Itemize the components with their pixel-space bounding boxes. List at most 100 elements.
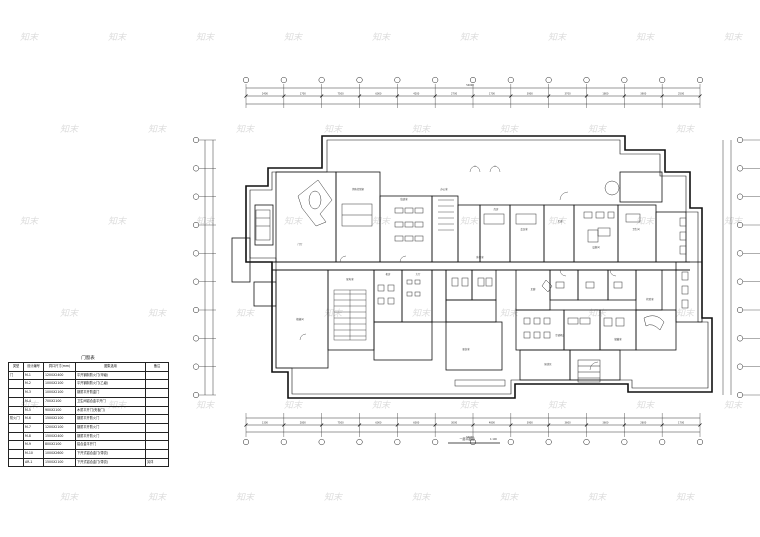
room-label: 空调机房 (555, 333, 565, 337)
schedule-cell: M-3 (23, 388, 44, 398)
schedule-cell (8, 457, 24, 468)
schedule-cell: 1000X2600 (43, 449, 76, 459)
entry-steps (454, 359, 601, 387)
schedule-cell: 钢质平开防火门 (75, 431, 146, 442)
corridor (272, 261, 690, 271)
axis-bubble (192, 363, 200, 370)
schedule-cell (8, 396, 24, 407)
axis-bubble (192, 306, 200, 314)
dimension-slash (546, 423, 551, 427)
watermark-text: 知末 (108, 32, 127, 43)
dimension-label: 6000 (375, 422, 382, 425)
axis-bubble (583, 76, 590, 84)
dimension-slash (622, 423, 627, 427)
schedule-cell: 1500X2100 (43, 414, 76, 424)
room-label: 检验室 (646, 297, 654, 301)
plan-title: 一层平面图 (459, 436, 474, 441)
dimension-slash (509, 94, 513, 98)
axis-bubble (736, 306, 744, 314)
schedule-cell: 1500X2100 (43, 457, 76, 468)
dimension-slash (471, 423, 475, 427)
axis-bubble (192, 278, 200, 285)
room-label: 走道 (558, 219, 563, 223)
south-rooms (275, 261, 703, 381)
room-label: 机房 (386, 272, 391, 276)
dimension-slash (319, 94, 324, 98)
schedule-cell: M-7 (23, 422, 44, 433)
watermark-text: 知末 (148, 124, 167, 135)
axis-bubble (469, 438, 477, 446)
room-label: 更衣室 (462, 347, 470, 351)
schedule-header-row: 类型 设计编号 洞口尺寸(mm) 图集选用 备注 (8, 362, 169, 372)
axis-bubble (192, 335, 200, 342)
dimension-label: 2600 (640, 422, 647, 425)
schedule-cell: 800X2100 (43, 440, 76, 451)
room-label: 配电室 (346, 277, 354, 281)
axis-bubble (469, 76, 477, 84)
schedule-cell: 钢质平开防火门 (75, 422, 146, 433)
room-label: 卫生间 (632, 227, 640, 231)
dimension-label: 2500 (678, 93, 685, 96)
schedule-cell: 1000X2100 (43, 388, 76, 398)
axis-bubble (696, 438, 704, 446)
dimension-label: 1700 (300, 93, 307, 96)
axis-bubble (192, 136, 200, 144)
watermark-text: 知末 (60, 308, 79, 319)
dimension-label: 3900 (640, 93, 647, 96)
axis-bubble (736, 363, 744, 370)
dimension-label: 1800 (602, 93, 609, 96)
schedule-cell: 门 (8, 370, 24, 381)
axis-bubble (280, 76, 287, 84)
exterior-wall (245, 135, 713, 399)
schedule-cell: 木质平开门(夹板门) (75, 405, 146, 416)
schedule-cell (145, 405, 169, 416)
schedule-header-cell: 洞口尺寸(mm) (43, 362, 76, 372)
watermark-text: 知末 (460, 400, 479, 411)
schedule-cell: M-2 (23, 379, 44, 390)
dimension-label: 3600 (602, 422, 609, 425)
bottom-axis-bubbles (242, 438, 704, 446)
dimension-slash (395, 94, 400, 98)
watermark-text: 知末 (236, 492, 255, 503)
watermark-text: 知末 (324, 124, 343, 135)
bottom-total-dimension: 54000 (466, 436, 474, 439)
dimension-label: 1700 (489, 93, 496, 96)
schedule-cell: M-4 (23, 396, 44, 407)
schedule-cell: 钢质平开防火门 (75, 414, 146, 424)
watermark-text: 知末 (108, 216, 127, 227)
schedule-cell: AR-1 (23, 457, 44, 468)
axis-bubble (394, 438, 401, 446)
watermark-text: 知末 (372, 216, 391, 227)
dimension-label: 7500 (338, 93, 345, 96)
dimension-slash (471, 94, 475, 98)
axis-bubble (621, 76, 628, 84)
axis-bubble (242, 438, 250, 446)
schedule-cell: M-9 (23, 440, 44, 451)
room-label: 办公室 (440, 187, 448, 191)
axis-bubble (736, 278, 744, 285)
watermark-text: 知末 (588, 308, 607, 319)
schedule-cell: 1500X2400 (43, 431, 76, 442)
watermark-text: 知末 (196, 400, 215, 411)
watermark-text: 知末 (236, 124, 255, 135)
room-label: 楼梯间 (296, 317, 304, 321)
dimension-slash (584, 94, 589, 98)
watermark-text: 知末 (372, 400, 391, 411)
watermark-text: 知末 (412, 308, 431, 319)
schedule-cell: 下开式铝合金门(带亮) (75, 449, 146, 459)
dimension-slash (660, 423, 664, 427)
watermark-text: 知末 (548, 400, 567, 411)
watermark-text: 知末 (724, 32, 743, 43)
watermark-text: 知末 (500, 492, 519, 503)
schedule-header-cell: 设计编号 (23, 362, 44, 372)
dimension-label: 3700 (565, 93, 572, 96)
schedule-cell (8, 422, 24, 433)
